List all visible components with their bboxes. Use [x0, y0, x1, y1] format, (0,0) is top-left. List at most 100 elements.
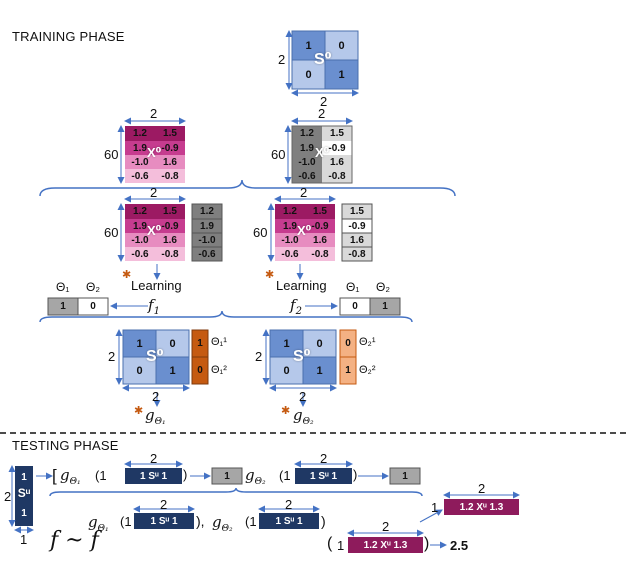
- learning-label-left: Learning: [131, 278, 182, 293]
- theta-col-r-v2: 1: [345, 365, 351, 376]
- x0-l-r3c1: -1.0: [131, 234, 149, 246]
- x0-top-left-matrix: [125, 126, 185, 183]
- su-v-2: 1: [21, 507, 27, 519]
- g1-test-label: gΘ₁: [60, 466, 81, 487]
- g2-test-close: ): [353, 467, 358, 482]
- xu-to-final-arrow: [419, 509, 443, 523]
- x0-r-r4c1: -0.6: [281, 248, 299, 260]
- x0-tr-r1c1: 1.2: [300, 128, 314, 139]
- x0-r-r2c2: -0.9: [311, 220, 329, 232]
- su-row-4-width-label: 2: [285, 497, 293, 512]
- s0-cell-00: 1: [305, 39, 312, 52]
- target-r-2: -0.9: [348, 220, 366, 232]
- theta-col-left: [191, 329, 209, 385]
- x0-tl-r3c2: 1.6: [163, 156, 177, 168]
- su-v-label: Sᵘ: [17, 486, 31, 500]
- x0-left-train-matrix: [125, 204, 185, 261]
- x0-tl-r2c2: -0.9: [161, 142, 179, 154]
- g2-label: gΘ₂: [293, 406, 314, 427]
- s0-r-height-label: 2: [255, 349, 263, 364]
- xu-bottom-text: 1.2 Xᵘ 1.3: [363, 539, 408, 551]
- final-result: 2.5: [450, 538, 469, 553]
- x0-r-r2c1: 1.9: [283, 220, 297, 232]
- x0-l-r1c2: 1.5: [163, 206, 177, 217]
- x0-l-r4c1: -0.6: [131, 248, 149, 260]
- x0-tr-r1c2: 1.5: [330, 128, 344, 139]
- theta-col-r-l1: Θ₂¹: [359, 336, 376, 348]
- x0-tl-label: X⁰: [147, 145, 162, 160]
- target-r-1: 1.5: [350, 206, 364, 217]
- x0-tl-r4c1: -0.6: [131, 170, 149, 182]
- target-l-2: 1.9: [200, 220, 214, 232]
- s0-r-label: S⁰: [293, 348, 311, 365]
- gear-icon: ✱: [281, 405, 291, 417]
- x0-r-r1c1: 1.2: [283, 206, 297, 217]
- g2-final-close: ): [321, 513, 326, 529]
- su-row-3-text: 1 Sᵘ 1: [150, 515, 178, 527]
- x0-l-r2c1: 1.9: [133, 220, 147, 232]
- x0-tr-label: X⁰: [315, 145, 330, 160]
- comma: ),: [196, 513, 205, 529]
- x0-tr-r4c1: -0.6: [298, 170, 316, 182]
- theta-left-boxes: [47, 297, 109, 316]
- su-row-1-text: 1 Sᵘ 1: [139, 470, 168, 482]
- gear-icon: ✱: [134, 405, 144, 417]
- g1-final-paren: (1: [120, 514, 132, 529]
- s0-l-height-label: 2: [108, 349, 116, 364]
- theta-l-h2: Θ₂: [86, 280, 100, 294]
- xu-top-height-label: 1: [431, 500, 439, 515]
- s0-l-c10: 0: [136, 364, 143, 377]
- close-paren: ): [424, 535, 430, 552]
- s0-left-matrix: [122, 329, 190, 385]
- su-row-4-text: 1 Sᵘ 1: [275, 515, 303, 527]
- testing-phase-title: TESTING PHASE: [12, 438, 119, 453]
- x0-tr-width-label: 2: [318, 106, 326, 121]
- su-row-3-width-label: 2: [160, 497, 168, 512]
- xu-row-top: [444, 499, 519, 515]
- target-l-4: -0.6: [198, 248, 216, 260]
- x0-tl-r1c2: 1.5: [163, 128, 177, 139]
- x0-r-r4c2: -0.8: [311, 248, 329, 260]
- xu-top-text: 1.2 Xᵘ 1.3: [459, 501, 504, 513]
- x0-tl-r4c2: -0.8: [161, 170, 179, 182]
- f1-label: f1: [148, 296, 160, 317]
- target-r-3: 1.6: [350, 234, 364, 246]
- g2-test-paren: (1: [279, 468, 291, 483]
- s0-l-c00: 1: [136, 337, 143, 350]
- x0-l-r1c1: 1.2: [133, 206, 147, 217]
- s0-l-label: S⁰: [146, 348, 164, 365]
- x0-l-r2c2: -0.9: [161, 220, 179, 232]
- xu-row-bottom: [348, 537, 423, 553]
- theta-l-v1: 1: [60, 301, 66, 312]
- x0-r-label: X⁰: [297, 223, 312, 238]
- open-paren: (: [327, 535, 333, 552]
- f-approx: f ~ f: [50, 528, 99, 553]
- target-left-column: [191, 203, 223, 262]
- target-r-4: -0.8: [348, 248, 366, 260]
- x0-tr-r3c2: 1.6: [330, 156, 344, 168]
- theta-col-l-l1: Θ₁¹: [211, 336, 227, 348]
- s0-r-c11: 1: [316, 364, 323, 377]
- s0-r-c01: 0: [316, 337, 323, 350]
- g1-test-paren: (1: [95, 468, 107, 483]
- s0-r-width-label: 2: [299, 389, 307, 404]
- target-l-3: -1.0: [198, 234, 216, 246]
- su-v-1: 1: [21, 471, 27, 483]
- su-row-1: [125, 468, 182, 484]
- x0-r-r1c2: 1.5: [313, 206, 327, 217]
- su-width-label: 1: [20, 532, 28, 547]
- x0-tl-r3c1: -1.0: [131, 156, 149, 168]
- x0-r-height-label: 60: [253, 225, 268, 240]
- su-vertical: [15, 466, 33, 526]
- x0-right-train-matrix: [275, 204, 335, 261]
- s0-r-c10: 0: [283, 364, 290, 377]
- test-out-2: [389, 467, 421, 485]
- x0-tr-r2c1: 1.9: [300, 142, 314, 154]
- s0-l-c11: 1: [169, 364, 176, 377]
- f2-label: f2: [290, 296, 302, 317]
- theta-r-h1: Θ₁: [346, 280, 360, 294]
- x0-l-label: X⁰: [147, 223, 162, 238]
- su-row-3: [134, 513, 194, 529]
- s0-l-c01: 0: [169, 337, 176, 350]
